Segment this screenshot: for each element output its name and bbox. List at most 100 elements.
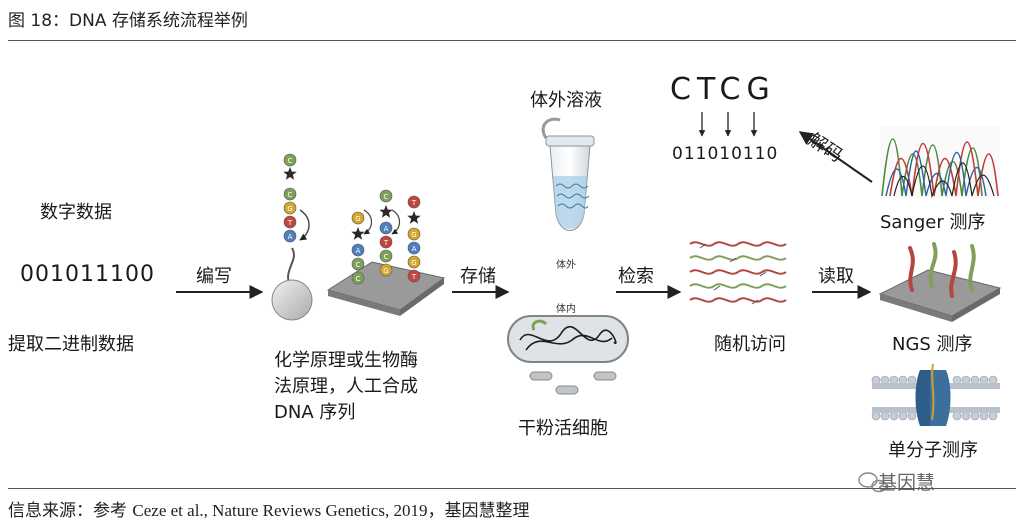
svg-text:C: C: [288, 191, 293, 199]
lipid-head: [979, 411, 989, 421]
lipid-head: [889, 411, 899, 421]
random-access-caption: 随机访问: [714, 334, 786, 355]
nanopore-membrane-icon: [871, 363, 1000, 426]
source-suffix: ，基因慧整理: [427, 501, 530, 521]
source-citation: Ceze et al., Nature Reviews Genetics, 20…: [132, 501, 428, 520]
svg-text:G: G: [287, 205, 292, 213]
header-divider: [8, 40, 1016, 41]
svg-text:T: T: [383, 239, 389, 247]
nucleotide-bead: G: [379, 263, 393, 277]
nucleotide-bead: C: [379, 249, 393, 263]
svg-text:T: T: [287, 219, 293, 227]
single-molecule-label: 单分子测序: [888, 440, 978, 461]
nucleotide-bead: G: [351, 211, 365, 225]
svg-text:G: G: [383, 267, 388, 275]
lipid-head: [970, 375, 980, 385]
wechat-logo-icon: [858, 472, 887, 493]
svg-text:A: A: [412, 245, 417, 253]
synthesis-caption-line: DNA 序列: [274, 402, 356, 423]
nucleotide-bead: G: [283, 201, 297, 215]
svg-text:C: C: [384, 193, 389, 201]
cell-icon: [507, 315, 629, 363]
extract-binary-caption: 提取二进制数据: [8, 334, 134, 355]
incorporation-arrow-icon: [363, 209, 373, 235]
nucleotide-bead: C: [351, 257, 365, 271]
nucleotide-bead: T: [407, 269, 421, 283]
dna-pool-icon: [689, 241, 787, 305]
lipid-head: [961, 411, 971, 421]
svg-text:C: C: [356, 261, 361, 269]
lipid-head: [979, 375, 989, 385]
lipid-head: [988, 375, 998, 385]
step-write-label: 编写: [196, 266, 232, 287]
decoded-bases: CTCG: [670, 72, 776, 107]
nucleotide-bead: T: [283, 215, 297, 229]
svg-text:T: T: [411, 273, 417, 281]
binary-input-value: 001011100: [20, 262, 155, 287]
in-vitro-label: 体外溶液: [530, 90, 602, 111]
svg-text:G: G: [355, 215, 360, 223]
synthesis-caption-line: 化学原理或生物酶: [274, 350, 418, 371]
microtube-icon: [541, 117, 595, 231]
lipid-head: [952, 375, 962, 385]
nucleotide-bead: A: [379, 221, 393, 235]
svg-text:G: G: [411, 231, 416, 239]
lipid-head: [907, 411, 917, 421]
lipid-head: [952, 411, 962, 421]
svg-text:C: C: [356, 275, 361, 283]
lipid-head: [880, 375, 890, 385]
dry-powder-icon: [529, 371, 617, 395]
synthesis-caption: 化学原理或生物酶 法原理，人工合成 DNA 序列: [274, 348, 418, 426]
source-note: 信息来源：参考 Ceze et al., Nature Reviews Gene…: [8, 496, 529, 521]
new-nucleotide-star-icon: [283, 167, 297, 180]
ngs-sequencing-label: NGS 测序: [892, 334, 973, 355]
cell-inner-label: 体内: [556, 304, 576, 315]
svg-text:A: A: [356, 247, 361, 255]
nucleotide-bead: G: [407, 227, 421, 241]
lipid-head: [871, 411, 881, 421]
decoded-bits: 011010110: [672, 144, 779, 164]
nucleotide-bead: A: [283, 229, 297, 243]
svg-text:T: T: [411, 199, 417, 207]
ngs-chip-icon: [878, 242, 1002, 322]
nucleotide-bead: T: [407, 195, 421, 209]
svg-text:C: C: [384, 253, 389, 261]
lipid-head: [988, 411, 998, 421]
incorporation-arrow-icon: [391, 209, 401, 235]
step-read-label: 读取: [818, 266, 854, 287]
new-nucleotide-star-icon: [351, 227, 365, 240]
nucleotide-bead: A: [351, 243, 365, 257]
svg-text:C: C: [288, 157, 293, 165]
sanger-sequencing-label: Sanger 测序: [880, 212, 986, 233]
source-prefix: 信息来源：参考: [8, 501, 127, 521]
nucleotide-bead: T: [379, 235, 393, 249]
footer-divider: [8, 488, 1016, 489]
figure-title: 图 18：DNA 存储系统流程举例: [8, 11, 248, 31]
step-store-label: 存储: [460, 266, 496, 287]
svg-text:A: A: [288, 233, 293, 241]
lipid-head: [898, 375, 908, 385]
synthesis-bead: [271, 247, 313, 321]
lipid-head: [961, 375, 971, 385]
nucleotide-bead: C: [283, 187, 297, 201]
nucleotide-bead: G: [407, 255, 421, 269]
new-nucleotide-star-icon: [379, 205, 393, 218]
nucleotide-bead: A: [407, 241, 421, 255]
lipid-head: [871, 375, 881, 385]
lipid-head: [907, 375, 917, 385]
nucleotide-bead: C: [379, 189, 393, 203]
watermark-text: 基因慧: [878, 472, 936, 494]
digital-data-label: 数字数据: [40, 202, 112, 223]
in-vivo-caption: 干粉活细胞: [518, 418, 608, 439]
svg-text:A: A: [384, 225, 389, 233]
sanger-chromatogram-icon: [880, 126, 1000, 199]
lipid-head: [889, 375, 899, 385]
step-retrieve-label: 检索: [618, 266, 654, 287]
lipid-head: [898, 411, 908, 421]
svg-text:G: G: [411, 259, 416, 267]
decode-arrow: [798, 131, 873, 183]
nucleotide-bead: C: [283, 153, 297, 167]
